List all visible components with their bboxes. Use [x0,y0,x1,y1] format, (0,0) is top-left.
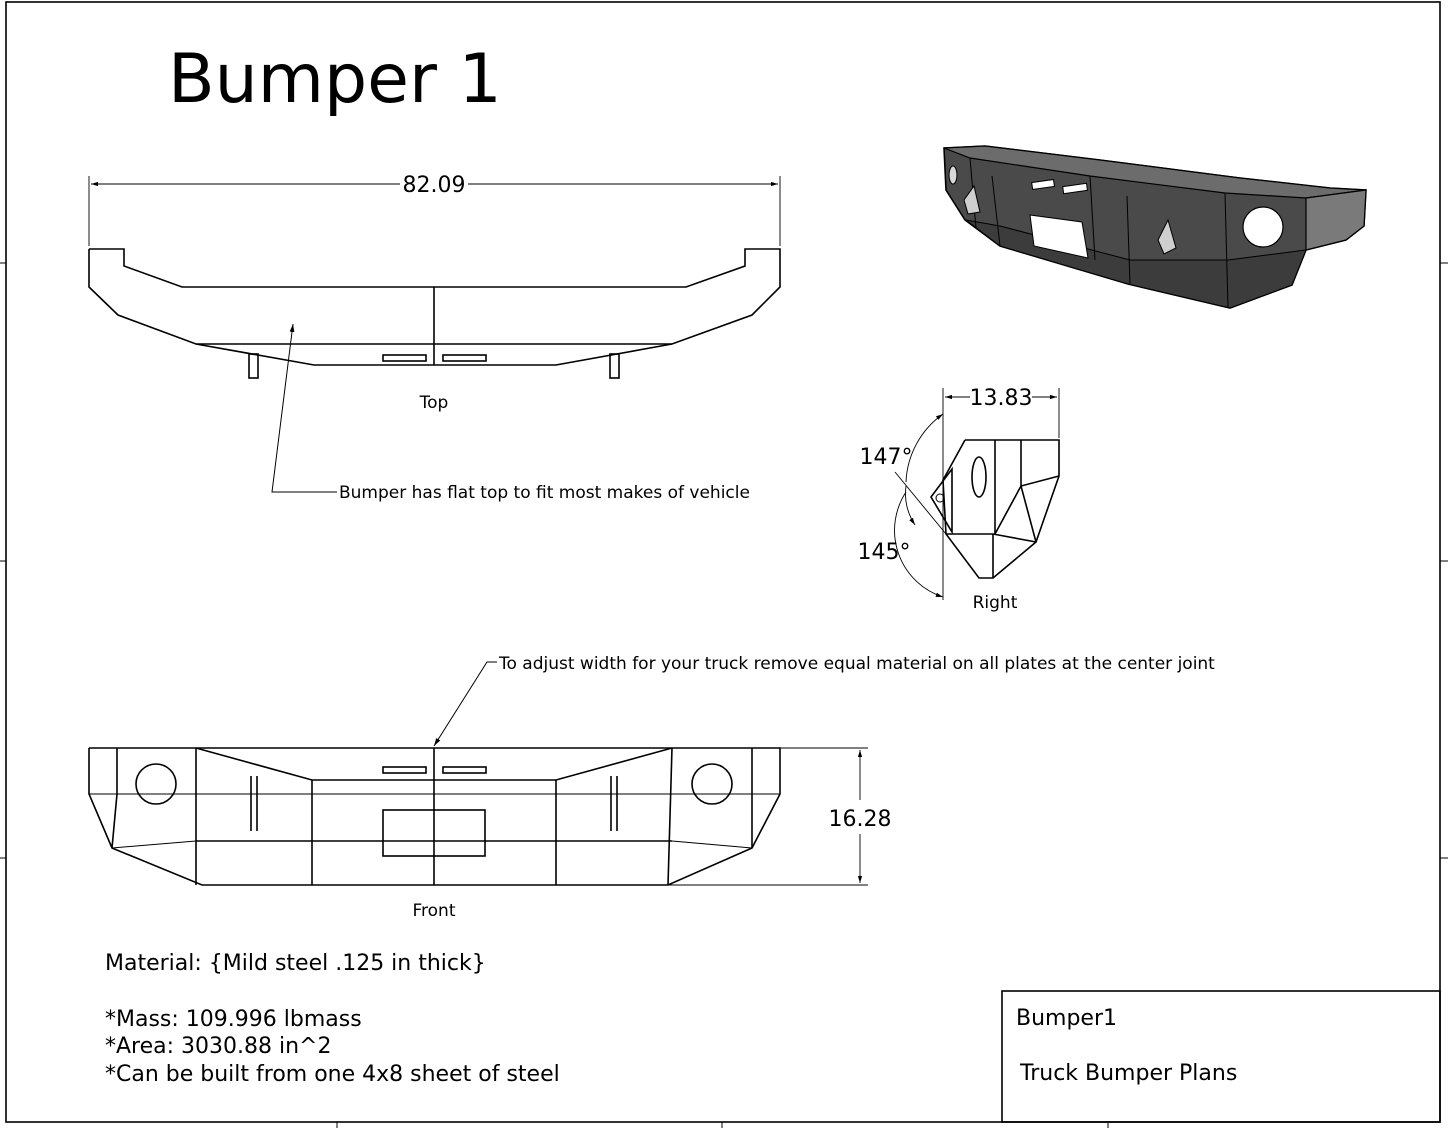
top-view-label: Top [419,393,449,413]
front-view [88,661,868,886]
title-block [1001,990,1441,1123]
top-width-dimension: 82.09 [403,173,466,198]
isometric-view [943,145,1367,309]
right-view-label: Right [973,593,1018,613]
right-depth-dimension: 13.83 [970,386,1033,411]
mass-spec: *Mass: 109.996 lbmass [105,1007,362,1032]
flat-top-note: Bumper has flat top to fit most makes of… [339,483,750,503]
title-block-part-name: Bumper1 [1016,1006,1117,1031]
material-spec: Material: {Mild steel .125 in thick} [105,951,486,976]
top-view [88,176,781,493]
drawing-title: Bumper 1 [168,40,502,119]
angle-145-label: 145° [858,540,911,565]
sheet-spec: *Can be built from one 4x8 sheet of stee… [105,1062,560,1087]
front-height-dimension: 16.28 [829,807,892,832]
area-spec: *Area: 3030.88 in^2 [105,1034,332,1059]
center-joint-note: To adjust width for your truck remove eq… [498,654,1215,674]
right-view [894,388,1060,600]
angle-147-label: 147° [860,445,913,470]
front-view-label: Front [413,901,456,921]
title-block-description: Truck Bumper Plans [1019,1061,1237,1086]
